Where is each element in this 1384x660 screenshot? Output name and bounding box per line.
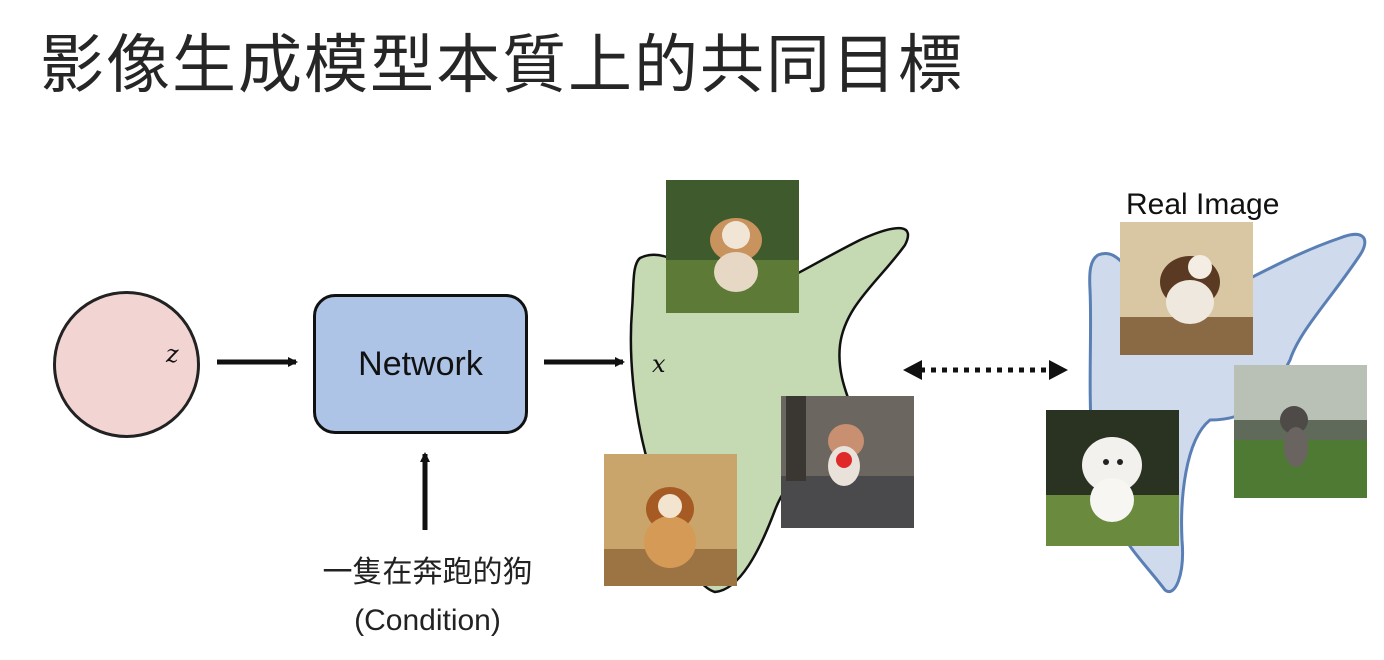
real-image-label: Real Image — [1126, 188, 1280, 221]
real-dog-image-3 — [1234, 365, 1367, 498]
generated-dog-image-2 — [604, 454, 737, 586]
condition-note: (Condition) — [354, 604, 501, 637]
slide-title: 影像生成模型本質上的共同目標 — [40, 29, 964, 103]
generated-dog-image-1 — [666, 180, 799, 313]
latent-circle — [53, 291, 200, 438]
real-dog-image-2 — [1046, 410, 1179, 546]
output-x-label: x — [652, 350, 666, 378]
generated-dog-image-3 — [781, 396, 914, 528]
condition-text: 一隻在奔跑的狗 — [322, 555, 533, 590]
latent-z-label: z — [166, 340, 179, 368]
distribution-compare-arrow — [903, 360, 1068, 380]
network-box: Network — [313, 294, 528, 434]
real-dog-image-1 — [1120, 222, 1253, 355]
